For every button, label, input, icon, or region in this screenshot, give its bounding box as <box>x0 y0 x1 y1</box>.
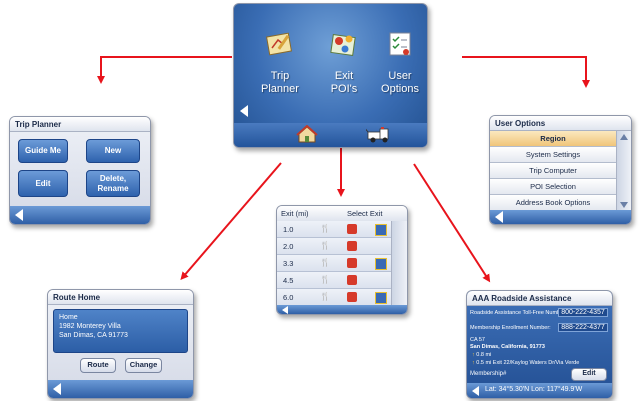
tow-truck-icon[interactable] <box>366 126 396 144</box>
gas-icon <box>347 241 357 251</box>
new-button[interactable]: New <box>86 139 140 163</box>
exit-header-distance: Exit (mi) <box>281 209 309 218</box>
screen-title: User Options <box>490 116 631 131</box>
main-menu-label: Exit POI's <box>330 70 358 95</box>
back-arrow-icon[interactable] <box>240 105 248 117</box>
exit-header-select: Select Exit <box>347 209 383 218</box>
list-item-trip-computer[interactable]: Trip Computer <box>490 163 616 179</box>
gas-icon <box>347 292 357 302</box>
exit-row[interactable]: 6.0 🍴 <box>277 289 391 306</box>
address-line: 1982 Monterey Villa <box>59 322 121 330</box>
user-options-tile[interactable]: User Options <box>376 30 424 100</box>
back-arrow-icon[interactable] <box>472 386 479 396</box>
navbar <box>48 380 193 398</box>
coordinates: Lat: 34°5.30'N Lon: 117°49.9'W <box>485 386 583 393</box>
exit-distance: 3.3 <box>283 259 294 268</box>
scroll-down-icon[interactable] <box>620 202 628 208</box>
enrollment-number[interactable]: 888-222-4377 <box>558 323 608 332</box>
lodging-icon <box>375 224 387 236</box>
up-arrow-icon: ↑ <box>472 360 477 366</box>
back-arrow-icon[interactable] <box>15 209 23 221</box>
main-menu-label: Trip Planner <box>261 70 299 95</box>
exit-row[interactable]: 3.3 🍴 <box>277 255 391 272</box>
back-arrow-icon[interactable] <box>53 383 61 395</box>
membership-label: Membership# <box>470 371 507 377</box>
scroll-up-icon[interactable] <box>620 134 628 140</box>
exit-distance: 4.5 <box>283 276 294 285</box>
exit-row[interactable]: 1.0 🍴 <box>277 221 391 238</box>
screen-title: Route Home <box>48 290 193 305</box>
gas-icon <box>347 275 357 285</box>
address-line: San Dimas, CA 91773 <box>59 331 128 339</box>
arrow-to-trip-planner <box>97 56 232 84</box>
back-arrow-icon[interactable] <box>495 211 503 223</box>
roadside-screen: AAA Roadside Assistance Roadside Assista… <box>466 290 613 399</box>
food-icon: 🍴 <box>320 224 330 233</box>
trip-planner-screen: Trip Planner Guide Me New Edit Delete, R… <box>9 116 151 225</box>
poi-map-icon <box>330 33 356 57</box>
enrollment-label: Membership Enrollment Number: <box>470 325 551 331</box>
distance-line-1: ↑ 0.8 mi <box>472 352 608 358</box>
exit-distance: 1.0 <box>283 225 294 234</box>
checklist-icon <box>389 32 411 56</box>
main-menu-navbar <box>234 123 427 147</box>
up-arrow-icon: ↑ <box>472 352 477 358</box>
navbar <box>277 305 407 314</box>
toll-free-label: Roadside Assistance Toll-Free Number: <box>470 310 567 316</box>
lodging-icon <box>375 292 387 304</box>
city-line: San Dimas, California, 91773 <box>470 344 545 350</box>
exit-row[interactable]: 4.5 🍴 <box>277 272 391 289</box>
enrollment-row: Membership Enrollment Number: <box>470 325 606 331</box>
distance-1: 0.8 mi <box>476 352 492 358</box>
scrollbar[interactable] <box>391 221 407 306</box>
gas-icon <box>347 258 357 268</box>
location-line: CA 57 <box>470 337 485 343</box>
edit-button[interactable]: Edit <box>18 170 68 197</box>
arrow-to-route-home <box>180 162 282 281</box>
main-menu-screen: Trip Planner Exit POI's User Options <box>233 3 428 148</box>
exit-pois-tile[interactable]: Exit POI's <box>320 30 368 100</box>
arrow-to-roadside <box>413 163 491 283</box>
screen-title: AAA Roadside Assistance <box>467 291 612 306</box>
gas-icon <box>347 224 357 234</box>
exit-distance: 6.0 <box>283 293 294 302</box>
exit-row[interactable]: 2.0 🍴 <box>277 238 391 255</box>
food-icon: 🍴 <box>320 241 330 250</box>
change-button[interactable]: Change <box>125 358 162 373</box>
home-icon[interactable] <box>296 125 318 143</box>
user-options-screen: User Options Region System Settings Trip… <box>489 115 632 225</box>
arrow-to-user-options <box>462 56 590 88</box>
food-icon: 🍴 <box>320 292 330 301</box>
edit-button[interactable]: Edit <box>571 368 607 381</box>
list-item-system-settings[interactable]: System Settings <box>490 147 616 163</box>
address-box: Home 1982 Monterey Villa San Dimas, CA 9… <box>53 309 188 353</box>
screen-title: Trip Planner <box>10 117 150 132</box>
exit-header: Exit (mi) Select Exit <box>277 206 407 222</box>
toll-free-number[interactable]: 800-222-4357 <box>558 308 608 317</box>
lodging-icon <box>375 258 387 270</box>
list-item-address-book[interactable]: Address Book Options <box>490 195 616 211</box>
distance-line-2: ↑ 0.5 mi Exit 22/Kaylog Waters Dr/Via Ve… <box>472 360 608 366</box>
address-line: Home <box>59 314 78 321</box>
food-icon: 🍴 <box>320 258 330 267</box>
list-item-poi-selection[interactable]: POI Selection <box>490 179 616 195</box>
toll-free-row: Roadside Assistance Toll-Free Number: <box>470 310 606 316</box>
scrollbar[interactable] <box>616 131 631 211</box>
exit-pois-screen: Exit (mi) Select Exit 1.0 🍴 2.0 🍴 3.3 🍴 … <box>276 205 408 315</box>
delete-rename-button[interactable]: Delete, Rename <box>86 170 140 197</box>
food-icon: 🍴 <box>320 275 330 284</box>
navbar <box>10 206 150 224</box>
route-home-screen: Route Home Home 1982 Monterey Villa San … <box>47 289 194 399</box>
back-arrow-icon[interactable] <box>282 306 288 314</box>
trip-planner-tile[interactable]: Trip Planner <box>256 30 304 100</box>
navbar: Lat: 34°5.30'N Lon: 117°49.9'W <box>467 383 612 398</box>
main-menu-label: User Options <box>381 70 419 95</box>
route-button[interactable]: Route <box>80 358 116 373</box>
distance-2: 0.5 mi Exit 22/Kaylog Waters Dr/Via Verd… <box>476 360 580 366</box>
list-item-region[interactable]: Region <box>490 131 616 147</box>
exit-distance: 2.0 <box>283 242 294 251</box>
map-pen-icon <box>266 32 292 56</box>
guide-me-button[interactable]: Guide Me <box>18 139 68 163</box>
navbar <box>490 210 631 224</box>
